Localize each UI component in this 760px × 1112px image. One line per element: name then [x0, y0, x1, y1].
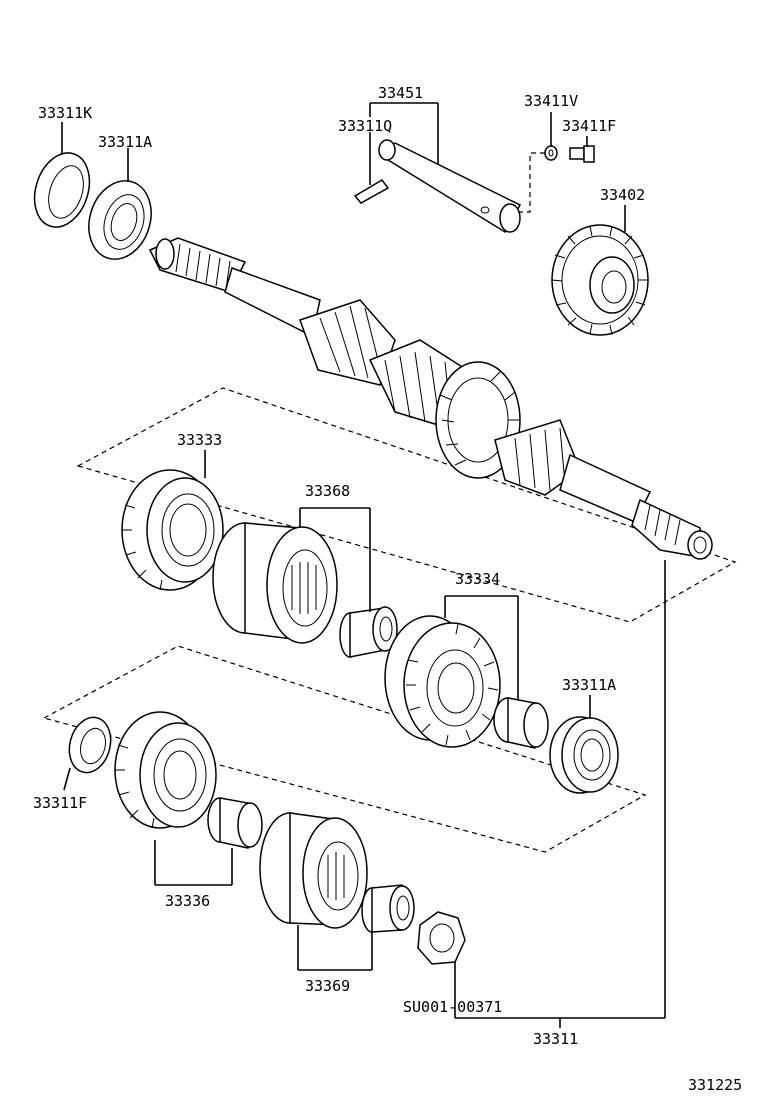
- label-33451: 33451: [378, 84, 423, 102]
- oil-seal-front: [33, 152, 91, 228]
- bolt: [569, 145, 595, 163]
- hub-33368: [212, 522, 338, 644]
- label-33311a-rear: 33311A: [562, 676, 616, 694]
- lock-nut: [417, 911, 466, 965]
- gear-33334: [384, 615, 501, 748]
- leader-lines: [61, 102, 666, 1028]
- label-33368: 33368: [305, 482, 350, 500]
- label-33411v: 33411V: [524, 92, 578, 110]
- label-33311q: 33311Q: [338, 117, 392, 135]
- lower-dashed-group-outline: [42, 645, 647, 853]
- label-33369: 33369: [305, 977, 350, 995]
- bearing-rear: [549, 716, 619, 794]
- label-33311: 33311: [533, 1030, 578, 1048]
- gear-33333: [121, 469, 224, 591]
- needle-bearing-2: [361, 884, 415, 933]
- sleeve-lower: [207, 797, 263, 849]
- diagram-code: 331225: [688, 1076, 742, 1094]
- needle-bearing-1: [339, 606, 398, 658]
- label-33311f: 33311F: [33, 794, 87, 812]
- label-33402: 33402: [600, 186, 645, 204]
- label-33411f: 33411F: [562, 117, 616, 135]
- washer: [544, 145, 558, 161]
- label-33334: 33334: [455, 570, 500, 588]
- oil-seal-rear: [68, 716, 112, 774]
- sleeve-upper: [493, 697, 549, 749]
- label-33336: 33336: [165, 892, 210, 910]
- bearing-front: [88, 180, 152, 260]
- hub-33369: [259, 812, 368, 929]
- gear-33402: [551, 224, 649, 336]
- main-shaft: [148, 237, 713, 560]
- pin: [353, 179, 390, 204]
- label-33311k: 33311K: [38, 104, 92, 122]
- idler-shaft: [378, 139, 522, 234]
- label-su001-00371: SU001-00371: [403, 998, 502, 1016]
- label-33311a-front: 33311A: [98, 133, 152, 151]
- gear-33336: [114, 711, 217, 829]
- upper-dashed-group-outline: [76, 387, 737, 623]
- label-33333: 33333: [177, 431, 222, 449]
